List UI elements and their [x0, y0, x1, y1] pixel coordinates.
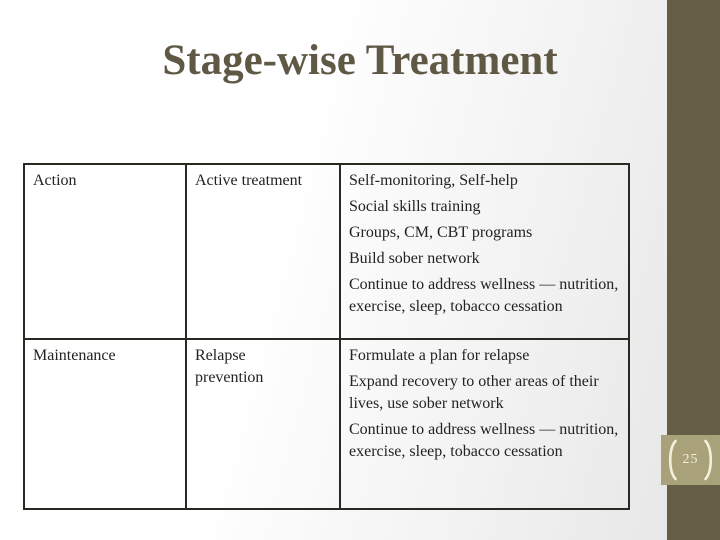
detail-item: Self-monitoring, Self-help: [349, 172, 518, 189]
table-cell-stage-maintenance: Maintenance: [25, 340, 187, 508]
page-number-badge: 25: [661, 435, 720, 485]
detail-item: Expand recovery to other areas of their …: [349, 373, 599, 412]
page-number: 25: [682, 452, 699, 467]
table-cell-treatment-relapse: Relapse prevention: [187, 340, 341, 508]
detail-item: Formulate a plan for relapse: [349, 347, 530, 364]
detail-item: Groups, CM, CBT programs: [349, 224, 533, 241]
detail-item: Continue to address wellness — nutrition…: [349, 276, 619, 315]
right-bracket-icon: [704, 439, 713, 481]
left-bracket-icon: [668, 439, 677, 481]
stage-treatment-table: Action Active treatment Self-monitoring,…: [23, 163, 630, 510]
slide-title: Stage-wise Treatment: [162, 37, 558, 84]
table-cell-treatment-active: Active treatment: [187, 165, 341, 340]
detail-item: Social skills training: [349, 198, 481, 215]
detail-item: Build sober network: [349, 250, 480, 267]
table-cell-stage-action: Action: [25, 165, 187, 340]
detail-item: Continue to address wellness — nutrition…: [349, 421, 619, 460]
